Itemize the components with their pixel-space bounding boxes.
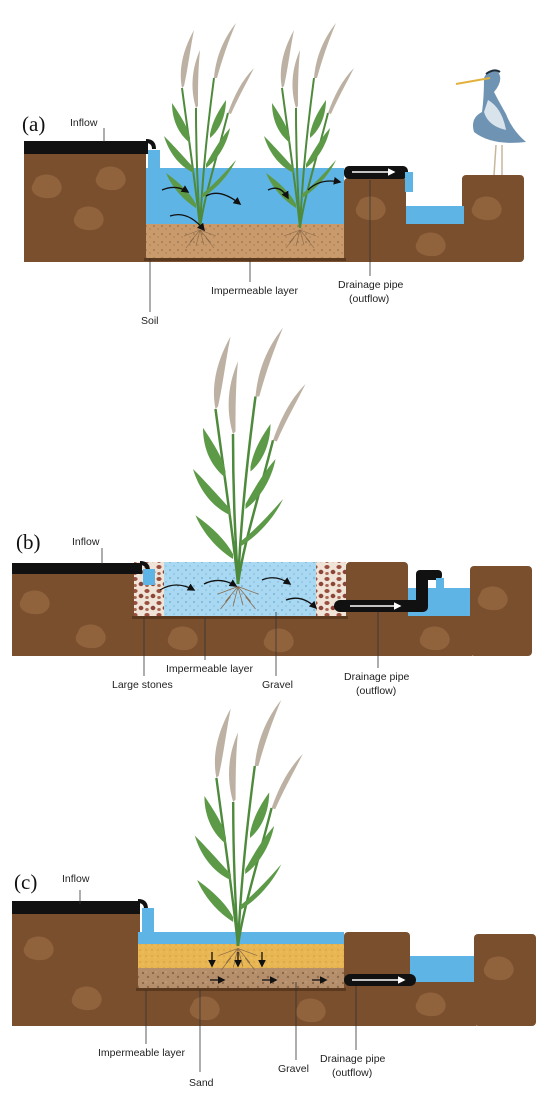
label-soil: Soil [141,315,159,327]
right-earth-bank [470,566,532,656]
right-earth-bank [474,934,536,1026]
impermeable-layer [144,258,346,261]
flow-arrow-icon [159,577,318,610]
outflow-channel-water [406,206,464,224]
middle-earth-bank [344,178,406,262]
inflow-water-fall [148,150,160,170]
label-impermeable-layer: Impermeable layer [166,663,253,675]
panel-a: (a) [22,22,526,327]
label-sand: Sand [189,1077,214,1089]
label-inflow: Inflow [62,873,90,885]
label-large-stones: Large stones [112,679,173,691]
panel-c-label: (c) [14,870,37,894]
heron-icon [455,69,526,176]
panel-c: (c) Inflow Impermeable lay [12,698,536,1089]
label-impermeable-layer: Impermeable layer [211,285,298,297]
flow-arrow-icon [208,952,328,984]
label-gravel: Gravel [278,1063,309,1075]
impermeable-layer [136,988,346,991]
outflow-channel-water [410,956,474,982]
panel-a-label: (a) [22,112,45,136]
label-inflow: Inflow [70,117,98,129]
label-outflow: (outflow) [332,1067,372,1079]
inflow-pipe [24,141,148,154]
reed-plant-icon [193,698,304,972]
label-gravel: Gravel [262,679,293,691]
label-drainage-pipe: Drainage pipe [344,671,410,683]
label-outflow: (outflow) [349,293,389,305]
sand-layer [138,944,344,968]
label-impermeable-layer: Impermeable layer [98,1047,185,1059]
flow-arrow-icon [161,176,342,232]
label-outflow: (outflow) [356,685,396,697]
wetland-water [146,168,344,224]
label-inflow: Inflow [72,536,100,548]
panel-b: (b) [12,326,532,697]
inflow-pipe [12,563,142,574]
soil-layer [146,222,344,260]
label-drainage-pipe: Drainage pipe [320,1053,386,1065]
left-earth-bank [12,572,138,656]
panel-b-label: (b) [16,530,41,554]
left-earth-bank [12,912,140,1026]
label-drainage-pipe: Drainage pipe [338,279,404,291]
inflow-pipe [12,901,140,914]
impermeable-layer [132,616,348,619]
surface-water [138,932,344,944]
gravel-layer [138,968,344,990]
